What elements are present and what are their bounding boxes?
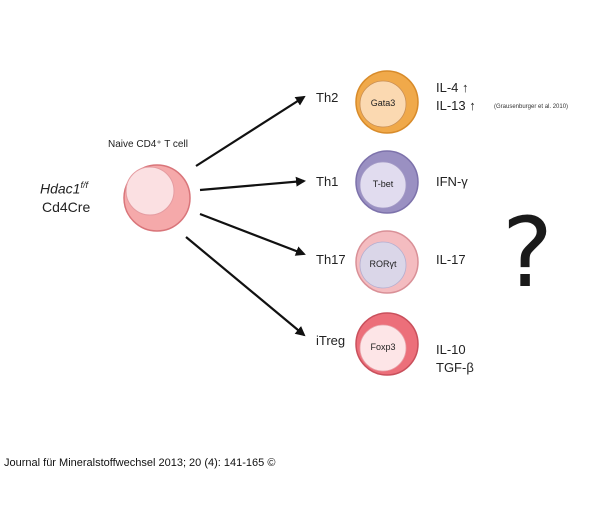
cytokine-il10: IL-10 — [436, 342, 466, 357]
subset-name-th17: Th17 — [316, 252, 346, 267]
th2-cell — [355, 70, 419, 134]
cytokine-tgfb: TGF-β — [436, 360, 474, 375]
subset-name-th2: Th2 — [316, 90, 339, 105]
genotype-label: Hdac1f/f — [40, 180, 88, 197]
gene-superscript: f/f — [80, 180, 88, 190]
arrow-to-th2 — [195, 95, 306, 167]
citation: (Grausenburger et al. 2010) — [494, 104, 569, 110]
tf-label-tbet: T-bet — [372, 179, 394, 189]
naive-cell-label: Naive CD4⁺ T cell — [108, 139, 188, 150]
question-mark: ? — [502, 197, 553, 309]
naive-cd4-t-cell — [123, 164, 191, 232]
th17-cell — [355, 230, 419, 294]
arrow-to-itreg — [185, 236, 306, 337]
gene-name: Hdac1 — [40, 180, 81, 197]
cytokine-ifng: IFN-γ — [436, 174, 468, 189]
th1-cell — [355, 150, 419, 214]
subset-name-th1: Th1 — [316, 174, 339, 189]
journal-footer: Journal für Mineralstoffwechsel 2013; 20… — [4, 457, 276, 469]
cytokine-il4: IL-4 ↑ — [436, 80, 469, 95]
tf-label-gata3: Gata3 — [370, 98, 396, 108]
cre-driver-label: Cd4Cre — [42, 199, 91, 215]
subset-name-itreg: iTreg — [316, 333, 346, 348]
tf-label-rorgt: RORγt — [369, 259, 397, 269]
cytokine-il13: IL-13 ↑ — [436, 98, 476, 113]
arrow-to-th1 — [199, 176, 306, 192]
tf-label-foxp3: Foxp3 — [370, 342, 396, 352]
arrow-to-th17 — [199, 212, 306, 256]
itreg-cell — [355, 312, 419, 376]
cytokine-il17: IL-17 — [436, 252, 466, 267]
